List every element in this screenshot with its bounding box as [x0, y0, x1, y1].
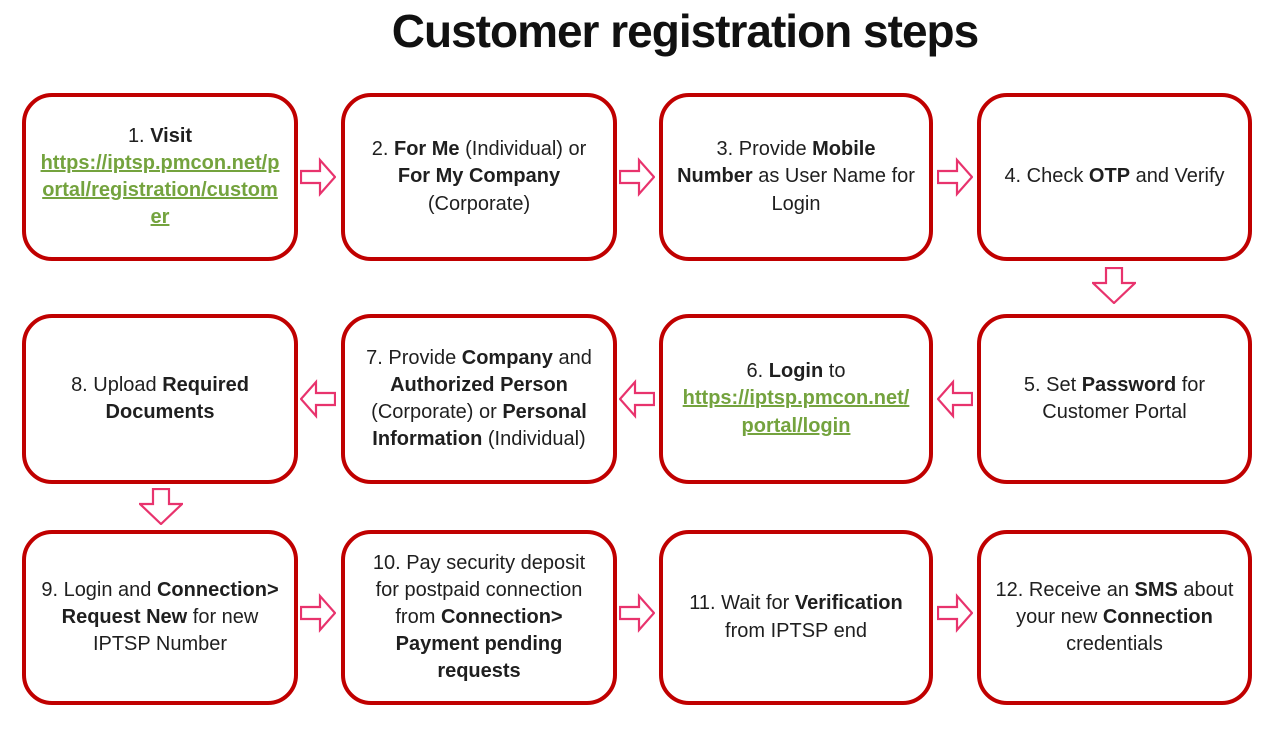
step-box-5: 5. Set Password for Customer Portal	[977, 314, 1252, 484]
step-box-4: 4. Check OTP and Verify	[977, 93, 1252, 261]
step-10-text: 10. Pay security deposit for postpaid co…	[372, 551, 586, 683]
step-box-3: 3. Provide Mobile Number as User Name fo…	[659, 93, 933, 261]
step-7-text: 7. Provide Company and Authorized Person…	[366, 346, 592, 451]
arrow-right-icon	[937, 157, 973, 197]
step-box-7: 7. Provide Company and Authorized Person…	[341, 314, 617, 484]
step-5-text: 5. Set Password for Customer Portal	[1023, 373, 1206, 423]
step-box-8: 8. Upload Required Documents	[22, 314, 298, 484]
arrow-right-icon	[619, 157, 655, 197]
step-8-text: 8. Upload Required Documents	[71, 373, 249, 423]
step-12-text: 12. Receive an SMS about your new Connec…	[995, 578, 1234, 656]
arrow-down-icon	[139, 488, 183, 525]
arrow-right-icon	[300, 157, 336, 197]
arrow-right-icon	[619, 593, 655, 633]
arrow-left-icon	[619, 379, 655, 419]
step-box-9: 9. Login and Connection> Request New for…	[22, 530, 298, 705]
step-11-text: 11. Wait for Verification from IPTSP end	[689, 592, 903, 642]
step-link[interactable]: https://iptsp.pmcon.net/portal/login	[682, 387, 910, 437]
page-title: Customer registration steps	[391, 5, 979, 57]
arrow-right-icon	[937, 593, 973, 633]
step-3-text: 3. Provide Mobile Number as User Name fo…	[677, 138, 915, 215]
arrow-left-icon	[937, 379, 973, 419]
arrow-right-icon	[300, 593, 336, 633]
arrow-left-icon	[300, 379, 336, 419]
step-link[interactable]: https://iptsp.pmcon.net/portal/registrat…	[40, 151, 280, 229]
step-2-text: 2. For Me (Individual) or For My Company…	[371, 138, 587, 215]
step-box-11: 11. Wait for Verification from IPTSP end	[659, 530, 933, 705]
step-9-text: 9. Login and Connection> Request New for…	[41, 578, 279, 656]
step-box-2: 2. For Me (Individual) or For My Company…	[341, 93, 617, 261]
arrow-down-icon	[1092, 267, 1136, 304]
step-4-text: 4. Check OTP and Verify	[1004, 165, 1225, 188]
step-box-12: 12. Receive an SMS about your new Connec…	[977, 530, 1252, 705]
step-box-10: 10. Pay security deposit for postpaid co…	[341, 530, 617, 705]
